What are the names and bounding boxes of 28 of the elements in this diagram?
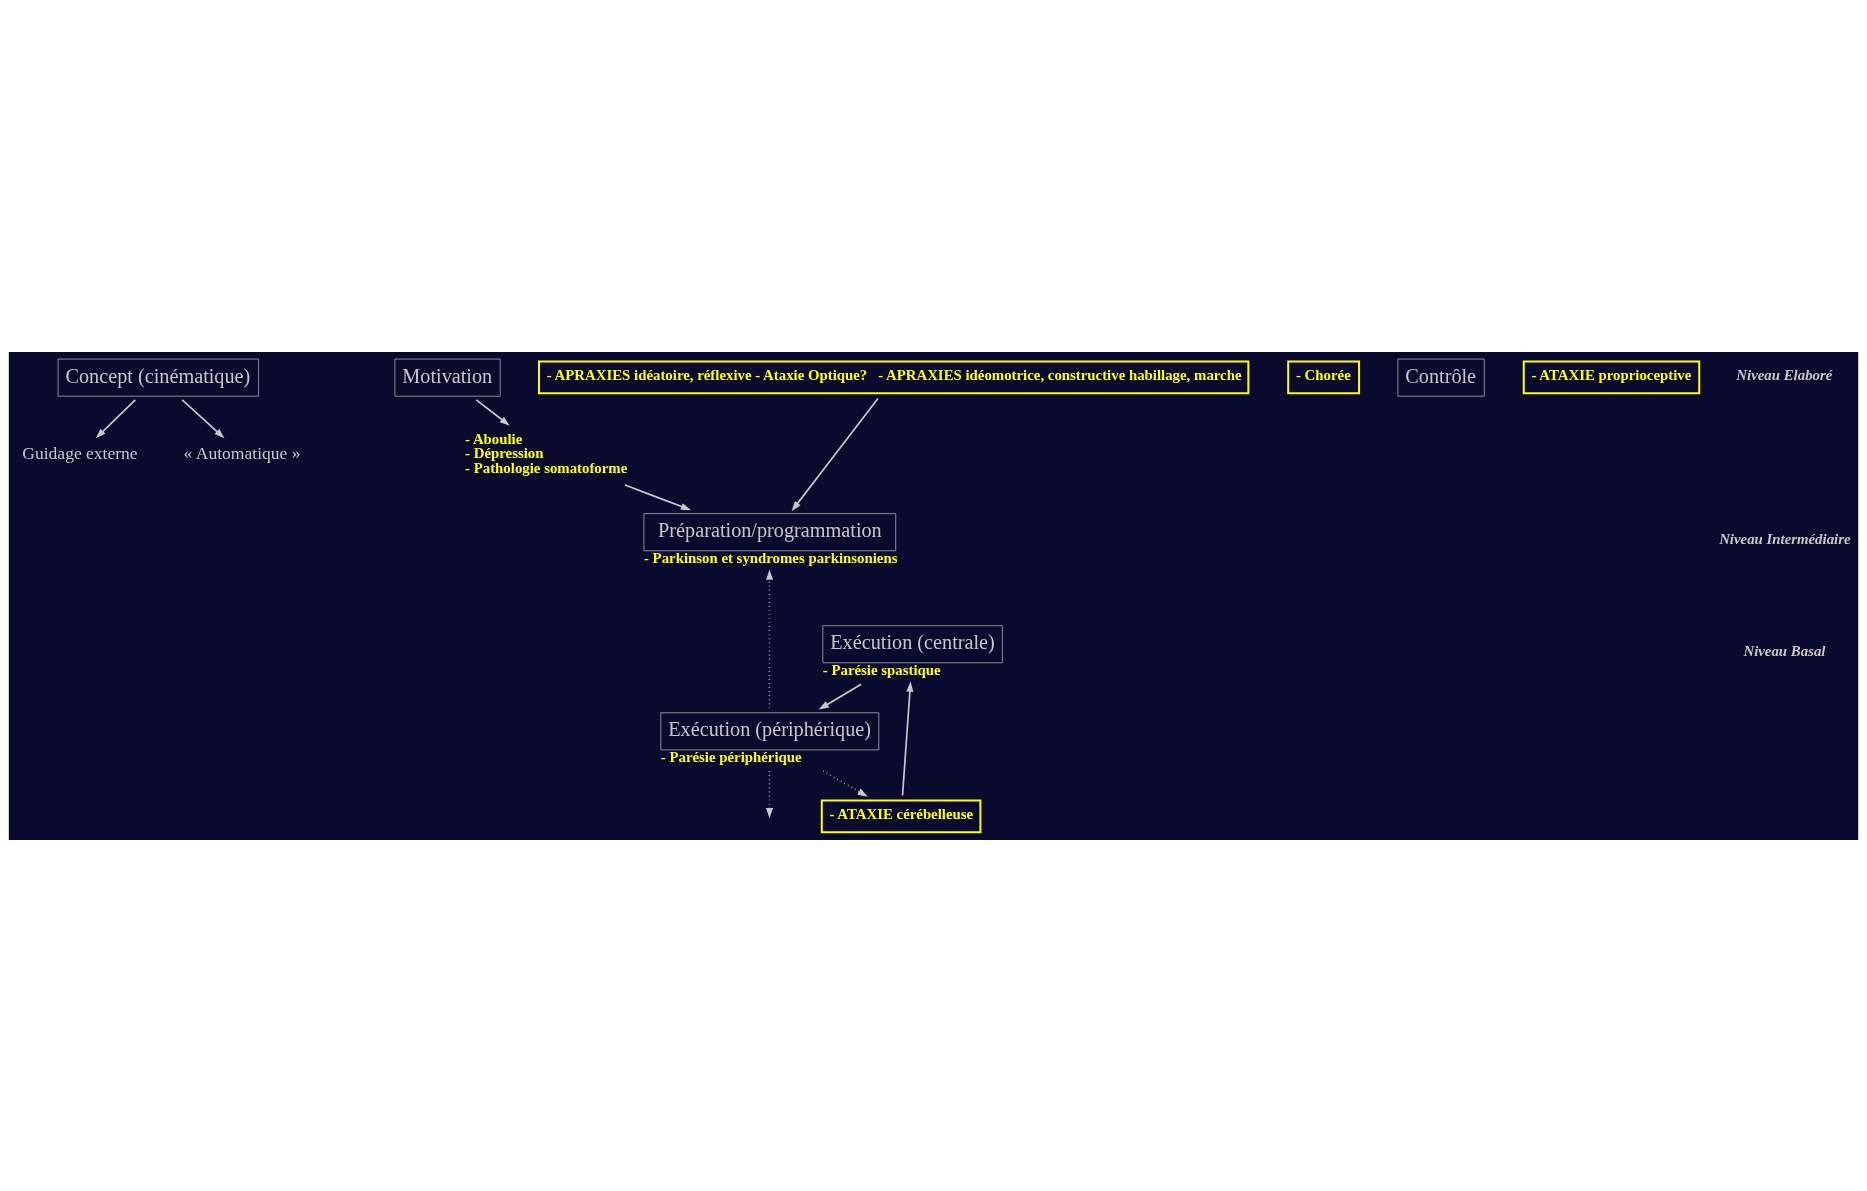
- node-box: - Chorée: [1287, 359, 1361, 394]
- node-box: Contrôle: [1397, 358, 1485, 397]
- node-box: - ATAXIE proprioceptive: [1522, 359, 1701, 394]
- node-box: Motivation: [394, 358, 501, 397]
- arrow: [475, 398, 510, 426]
- arrow: [818, 682, 862, 710]
- arrow: [901, 681, 914, 796]
- label: Niveau Intermédiaire: [1719, 530, 1851, 547]
- arrow: [822, 769, 868, 797]
- node-box: Exécution (périphérique): [660, 711, 880, 750]
- arrow: [791, 397, 879, 511]
- label: Niveau Elaboré: [1736, 366, 1833, 383]
- node-text: Guidage externe: [22, 442, 138, 463]
- node-box: Concept (cinématique): [57, 358, 259, 397]
- node-label: - Parésie spastique: [822, 661, 941, 678]
- label: Niveau Basal: [1743, 642, 1826, 659]
- node-box: - ATAXIE cérébelleuse: [820, 799, 982, 833]
- arrow: [95, 398, 137, 438]
- arrow: [765, 569, 774, 709]
- node-text: - Aboulie - Dépression - Pathologie somatoforme: [465, 430, 628, 476]
- arrow: [624, 483, 691, 510]
- arrow: [181, 398, 225, 438]
- node-box: Préparation/programmation: [643, 512, 897, 551]
- node-text: « Automatique »: [183, 442, 301, 463]
- node-box: - APRAXIES idéatoire, réflexive - Ataxie Optique? - APRAXIES idéomotrice, constructive habillage, marche: [537, 359, 1250, 394]
- node-label: - Parkinson et syndromes parkinsoniens: [643, 549, 898, 566]
- node-box: Exécution (centrale): [822, 624, 1003, 663]
- node-label: - Parésie périphérique: [660, 748, 802, 765]
